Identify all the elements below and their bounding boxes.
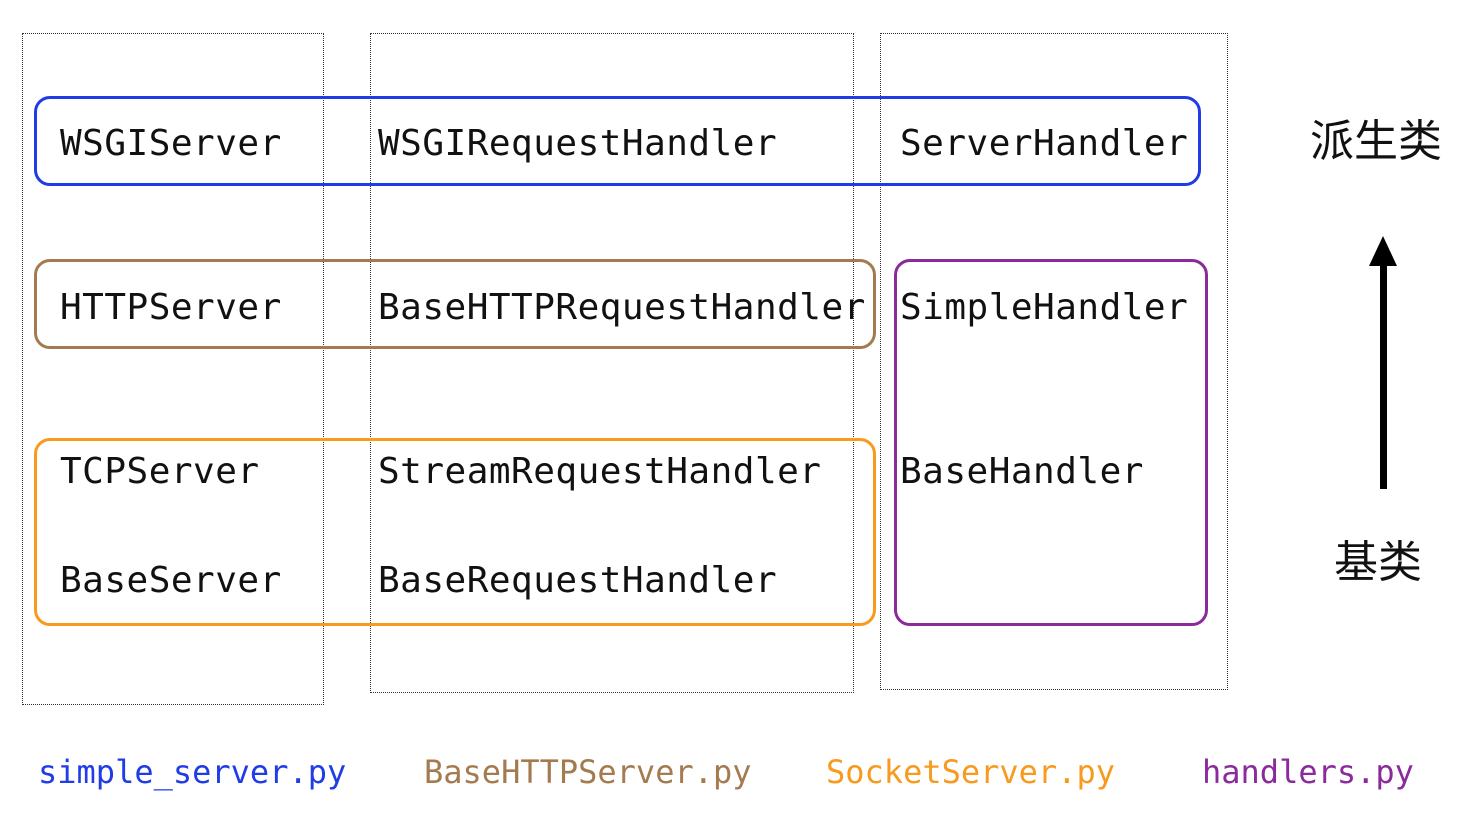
class-basehttprequesthandler: BaseHTTPRequestHandler (378, 287, 866, 328)
class-simplehandler: SimpleHandler (900, 287, 1189, 328)
class-baserequesthandler: BaseRequestHandler (378, 560, 778, 601)
legend-simple-server: simple_server.py (38, 753, 347, 791)
class-wsgiserver: WSGIServer (60, 123, 282, 164)
group-handlers (894, 259, 1208, 626)
up-arrow-icon (1369, 236, 1397, 266)
class-streamrequesthandler: StreamRequestHandler (378, 451, 822, 492)
base-class-label: 基类 (1334, 537, 1422, 588)
class-serverhandler: ServerHandler (900, 123, 1189, 164)
legend-handlers: handlers.py (1202, 753, 1414, 791)
group-basehttpserver (34, 259, 876, 349)
derived-class-label: 派生类 (1310, 116, 1442, 167)
legend-socketserver: SocketServer.py (826, 753, 1115, 791)
arrow-shaft (1380, 262, 1387, 489)
group-simple-server (34, 96, 1201, 186)
column-handlers (880, 33, 1228, 690)
group-socketserver (34, 438, 876, 626)
class-tcpserver: TCPServer (60, 451, 260, 492)
column-servers (22, 33, 324, 705)
class-baseserver: BaseServer (60, 560, 282, 601)
class-httpserver: HTTPServer (60, 287, 282, 328)
class-basehandler: BaseHandler (900, 451, 1144, 492)
class-wsgirequesthandler: WSGIRequestHandler (378, 123, 778, 164)
column-request-handlers (370, 33, 854, 693)
legend-basehttpserver: BaseHTTPServer.py (424, 753, 752, 791)
